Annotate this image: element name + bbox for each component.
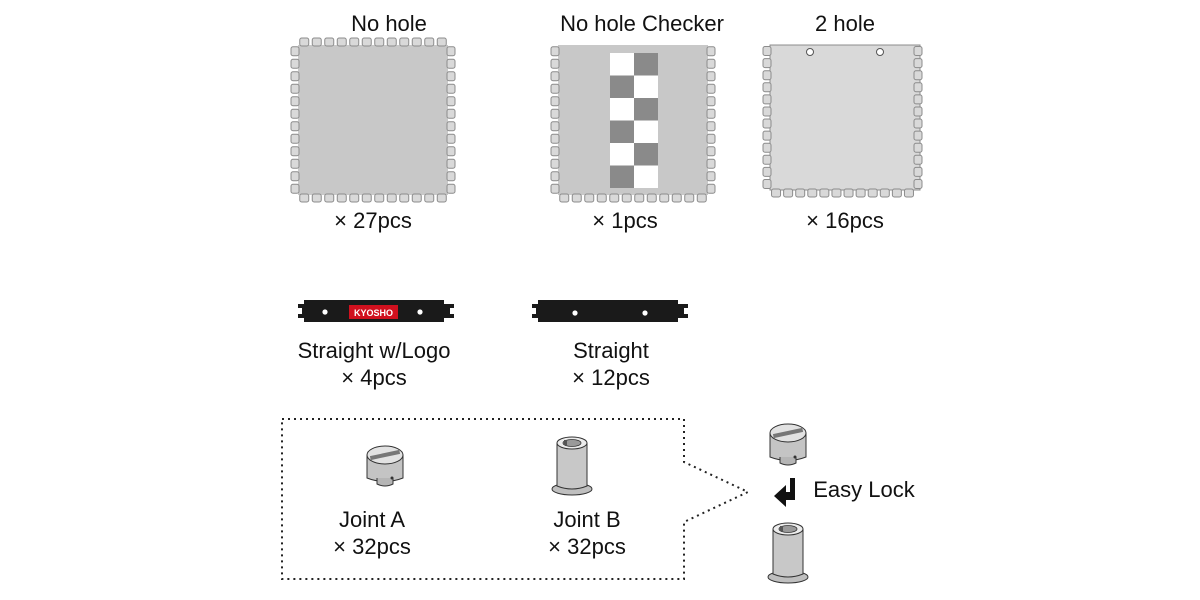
joint-a-illustration [366,445,404,487]
tile-count-checker: × 1pcs [592,208,658,233]
joint-b-count: × 32pcs [548,534,626,559]
joint-a-count: × 32pcs [333,534,411,559]
rail-title-straight: Straight [573,338,649,363]
rail-straight [532,300,688,322]
tile-interlock-edge [762,46,923,198]
kyosho-logo [349,305,398,319]
logo-text: KYOSHO [354,308,393,318]
tile-count-no-hole: × 27pcs [334,208,412,233]
tile-hole [806,48,814,56]
rail-straight-logo: KYOSHO [298,300,454,322]
joints-callout [281,418,751,580]
rail-title-logo: Straight w/Logo [297,338,451,363]
rail-count-straight: × 12pcs [572,365,650,390]
easy-lock-arrow-icon [774,478,795,507]
tile-hole [876,48,884,56]
joint-b-title: Joint B [553,507,621,532]
tile-title-checker: No hole Checker [560,11,724,36]
tile-count-2-hole: × 16pcs [806,208,884,233]
easy-lock-joint-a [769,423,807,466]
rail-count-logo: × 4pcs [341,365,407,390]
easy-lock-label: Easy Lock [813,477,915,502]
easy-lock-joint-b [767,522,809,584]
tile-interlock-edge [550,46,716,203]
checker-pattern [610,53,658,188]
tile-no-hole [290,37,456,203]
tile-2-hole [762,44,923,198]
tile-title-2-hole: 2 hole [815,11,875,36]
tile-no-hole-checker [550,45,716,203]
tile-interlock-edge [290,37,456,203]
joint-a-title: Joint A [338,507,406,532]
tile-title-no-hole: No hole [351,11,427,36]
joint-b-illustration [551,436,593,496]
